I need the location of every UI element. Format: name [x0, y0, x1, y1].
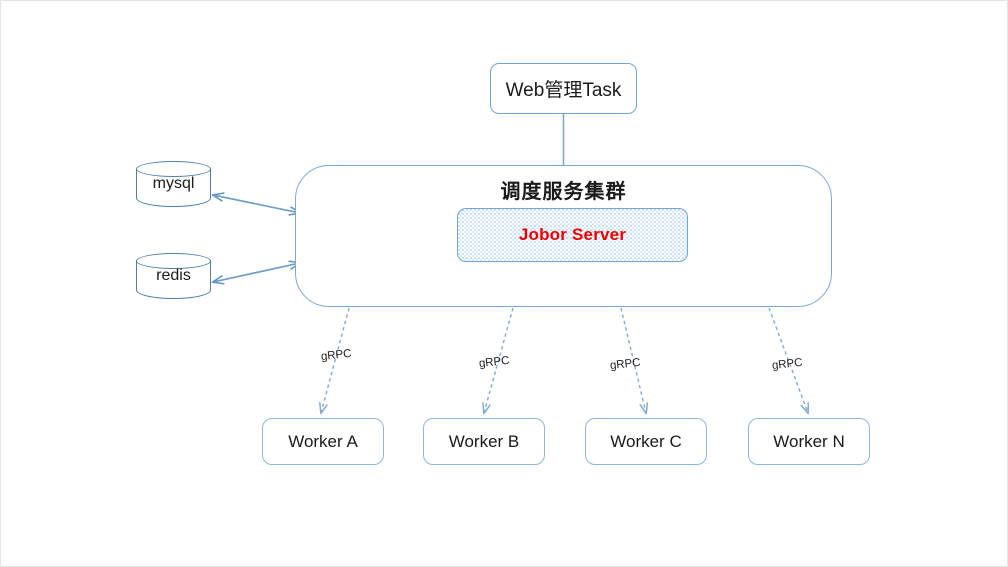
redis-database-node[interactable]: redis: [136, 253, 211, 299]
mysql-database-node[interactable]: mysql: [136, 161, 211, 207]
scheduler-cluster-node[interactable]: 调度服务集群 Jobor Server: [295, 165, 832, 307]
grpc-label-worker-b: gRPC: [478, 354, 511, 370]
grpc-label-worker-a: gRPC: [320, 347, 353, 363]
mysql-label: mysql: [152, 175, 195, 192]
grpc-label-worker-c: gRPC: [609, 356, 642, 372]
edge-mysql-cluster: [213, 195, 300, 213]
web-management-task-label: Web管理Task: [505, 80, 622, 101]
scheduler-cluster-title: 调度服务集群: [500, 181, 627, 203]
grpc-label-worker-n: gRPC: [771, 356, 804, 372]
jobor-server-node[interactable]: Jobor Server: [457, 208, 688, 262]
worker-b-node[interactable]: Worker B: [423, 418, 545, 465]
web-management-task-node[interactable]: Web管理Task: [490, 63, 637, 114]
jobor-server-label: Jobor Server: [518, 225, 627, 244]
edge-redis-cluster-back: [213, 262, 301, 282]
redis-label: redis: [156, 267, 191, 284]
worker-n-node[interactable]: Worker N: [748, 418, 870, 465]
worker-c-label: Worker C: [610, 431, 682, 451]
worker-b-label: Worker B: [448, 431, 520, 451]
cylinder-top-icon: [136, 253, 211, 269]
worker-n-label: Worker N: [773, 431, 845, 451]
cylinder-top-icon: [136, 161, 211, 177]
worker-a-node[interactable]: Worker A: [262, 418, 384, 465]
worker-c-node[interactable]: Worker C: [585, 418, 707, 465]
edge-mysql-cluster-fwd: [212, 194, 300, 213]
edge-redis-cluster: [212, 263, 300, 283]
worker-a-label: Worker A: [288, 431, 358, 451]
